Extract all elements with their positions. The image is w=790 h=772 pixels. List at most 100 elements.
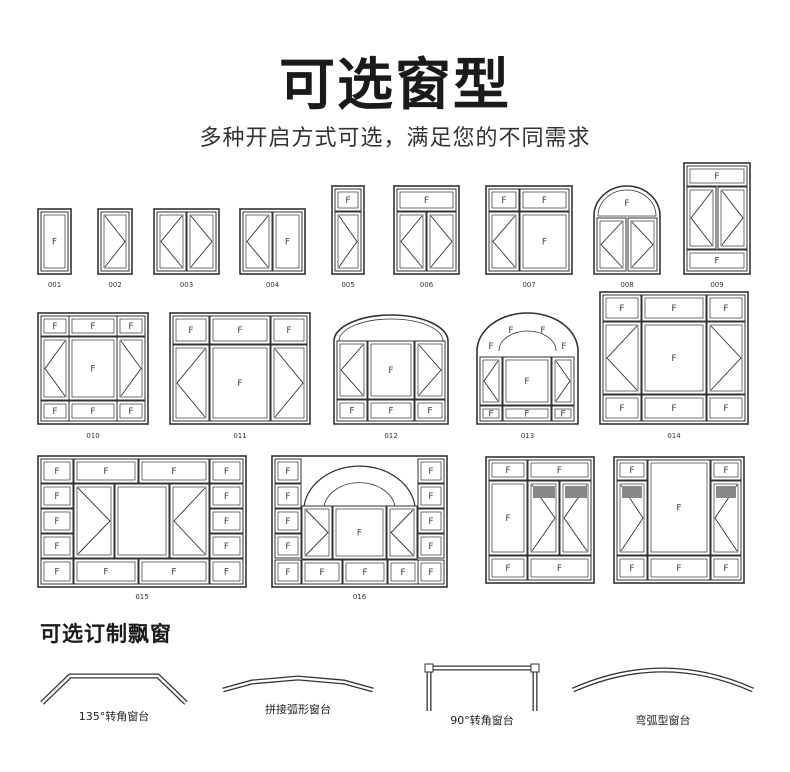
frame-line [602,294,642,322]
fixed-pane-mark: F [629,466,634,476]
frame-line [527,555,592,581]
screen-mesh [533,486,555,498]
frame-line [530,483,557,553]
frame-line [710,555,742,581]
arch-frame [303,465,416,507]
frame-line [491,191,517,209]
window-code: 008 [620,281,633,289]
frame-line [488,188,520,212]
fixed-pane-mark: F [427,407,432,417]
opening-triangle [390,509,414,556]
opening-triangle [492,215,516,268]
arch-frame [333,314,449,425]
window-code: 003 [180,281,193,289]
frame-line [479,405,503,422]
frame-line [71,318,115,334]
plan-inner [427,666,537,711]
frame-line [599,291,749,425]
opening-triangle [44,340,66,397]
fixed-pane-mark: F [285,517,290,527]
bay-135-corner [40,673,188,705]
fixed-pane-mark: F [505,466,510,476]
opening-triangle [430,215,453,268]
window-code: 010 [86,432,99,440]
frame-line [71,403,115,419]
frame-line [212,486,241,506]
frame-line [370,402,412,419]
frame-line [420,461,442,481]
frame-line [209,508,244,534]
opening-triangle [606,325,638,391]
frame-line [527,459,592,481]
frame-line [186,211,217,272]
frame-line [43,339,67,398]
frame-line [73,458,139,484]
frame-line [717,186,748,250]
frame-line [239,208,306,275]
frame-line [242,211,273,272]
frame-line [301,559,343,585]
frame-line [37,312,149,425]
frame-line [73,483,115,559]
fixed-pane-mark: F [428,517,433,527]
frame-line [169,483,210,559]
fixed-pane-mark: F [561,342,566,352]
opening-triangle [690,190,713,246]
opening-triangle [120,340,142,397]
frame-line [488,480,528,556]
frame-line [274,458,302,484]
frame-line [334,211,362,272]
frame-line [720,189,745,247]
fixed-pane-mark: F [349,407,354,417]
fixed-pane-mark: F [424,196,429,206]
frame-line [689,252,745,269]
frame-line [141,561,207,582]
opening-triangle [274,348,304,418]
fixed-pane-mark: F [505,564,510,574]
frame-line [417,559,445,585]
frame-line [417,458,445,484]
fixed-pane-mark: F [557,564,562,574]
frame-line [274,533,302,559]
window-code: 016 [353,593,367,601]
frame-line [40,483,74,509]
frame-line [479,356,503,406]
fixed-pane-mark: F [54,568,59,578]
frame-line [332,505,387,560]
frame-line [644,324,704,392]
frame-line [159,214,184,269]
frame-line [505,408,549,419]
opening-triangle [483,360,499,402]
screen-mesh [716,486,736,498]
frame-line [641,294,707,322]
frame-line [169,312,311,425]
frame-line [43,318,67,334]
frame-line [491,558,525,578]
frame-line [650,462,708,553]
frame-line [616,459,648,481]
fixed-pane-mark: F [224,517,229,527]
fixed-pane-mark: F [90,365,95,375]
frame-line [212,461,241,481]
fixed-pane-mark: F [224,542,229,552]
frame-line [399,191,454,209]
frame-line [209,458,244,484]
frame-line [212,347,268,419]
fixed-pane-mark: F [557,466,562,476]
frame-line [605,397,639,419]
frame-line [627,217,658,272]
frame-line [37,208,72,275]
window-code: 015 [135,593,148,601]
fixed-pane-mark: F [723,404,728,414]
fixed-pane-mark: F [428,568,433,578]
frame-line [596,217,627,272]
window-code: 013 [521,432,534,440]
arch-frame [593,185,661,275]
frame-line [367,399,415,422]
frame-line [530,462,589,478]
frame-line [71,339,115,398]
frame-line [417,343,443,397]
